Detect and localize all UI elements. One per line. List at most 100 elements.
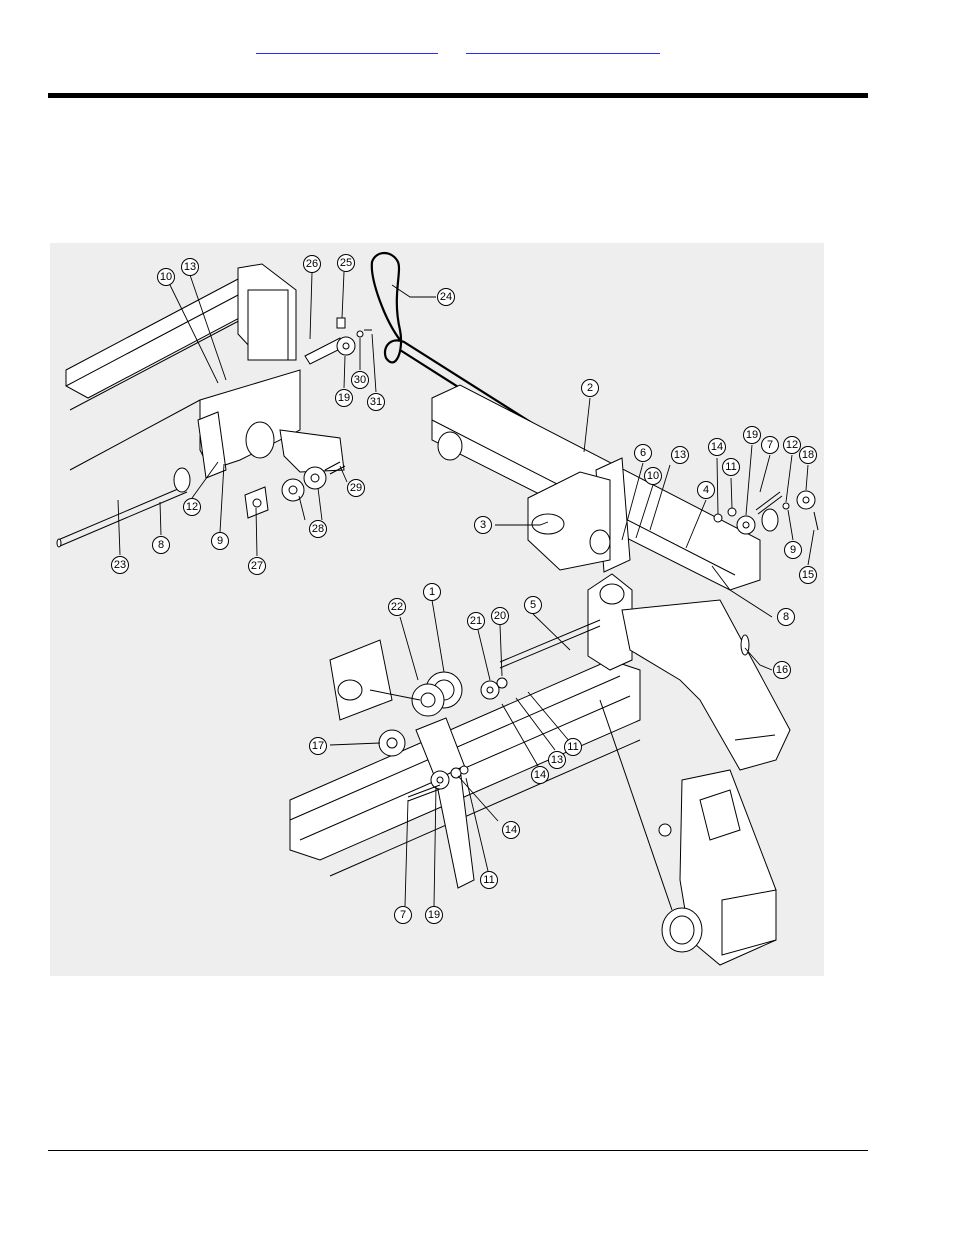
callout-4: 4 bbox=[697, 481, 715, 499]
callout-5: 5 bbox=[524, 596, 542, 614]
svg-text:10: 10 bbox=[647, 470, 659, 482]
svg-text:12: 12 bbox=[186, 501, 198, 513]
svg-text:2: 2 bbox=[587, 382, 593, 394]
callout-11-center: 11 bbox=[564, 738, 582, 756]
header-link-2[interactable] bbox=[466, 40, 660, 54]
callout-21: 21 bbox=[467, 612, 485, 630]
svg-text:19: 19 bbox=[428, 909, 440, 921]
svg-text:30: 30 bbox=[354, 374, 366, 386]
callout-27: 27 bbox=[248, 557, 266, 575]
svg-text:16: 16 bbox=[776, 664, 788, 676]
svg-text:9: 9 bbox=[217, 535, 223, 547]
callout-10-right: 10 bbox=[644, 467, 662, 485]
svg-text:10: 10 bbox=[160, 271, 172, 283]
upper-idler bbox=[304, 317, 372, 365]
callout-26: 26 bbox=[303, 255, 321, 273]
svg-text:20: 20 bbox=[494, 610, 506, 622]
callout-13: 13 bbox=[181, 258, 199, 276]
callout-9-right: 9 bbox=[784, 541, 802, 559]
svg-text:6: 6 bbox=[640, 447, 646, 459]
svg-text:3: 3 bbox=[480, 519, 486, 531]
callout-12-left: 12 bbox=[183, 498, 201, 516]
svg-text:28: 28 bbox=[312, 523, 324, 535]
callout-16: 16 bbox=[773, 661, 791, 679]
svg-text:14: 14 bbox=[505, 824, 517, 836]
callout-15: 15 bbox=[799, 566, 817, 584]
callout-24: 24 bbox=[437, 288, 455, 306]
callout-30: 30 bbox=[351, 371, 369, 389]
svg-text:11: 11 bbox=[483, 874, 494, 886]
svg-text:31: 31 bbox=[370, 396, 382, 408]
svg-text:19: 19 bbox=[746, 429, 758, 441]
right-end-hardware bbox=[713, 490, 819, 656]
clutch-assembly bbox=[329, 639, 508, 781]
left-frame-tube bbox=[65, 263, 345, 479]
callout-11-lower: 11 bbox=[480, 871, 498, 889]
callout-14-lower: 14 bbox=[502, 821, 520, 839]
svg-text:18: 18 bbox=[802, 449, 814, 461]
callout-25: 25 bbox=[337, 254, 355, 272]
svg-text:8: 8 bbox=[158, 539, 164, 551]
svg-text:1: 1 bbox=[429, 586, 435, 598]
callout-14-right: 14 bbox=[708, 438, 726, 456]
callout-7-right: 7 bbox=[761, 436, 779, 454]
callout-19-lower: 19 bbox=[425, 906, 443, 924]
svg-text:17: 17 bbox=[312, 740, 324, 752]
callout-13-center: 13 bbox=[548, 751, 566, 769]
svg-text:29: 29 bbox=[350, 482, 362, 494]
parts-diagram: 10 13 26 25 24 19 30 31 2 12 9 8 23 27 2… bbox=[50, 243, 824, 976]
callout-13-right: 13 bbox=[671, 446, 689, 464]
left-sprockets bbox=[244, 461, 346, 519]
svg-text:11: 11 bbox=[725, 461, 736, 473]
svg-text:7: 7 bbox=[400, 909, 406, 921]
svg-text:27: 27 bbox=[251, 560, 263, 572]
svg-text:13: 13 bbox=[674, 449, 686, 461]
svg-text:7: 7 bbox=[767, 439, 773, 451]
callout-17: 17 bbox=[309, 737, 327, 755]
svg-text:19: 19 bbox=[338, 392, 350, 404]
svg-text:22: 22 bbox=[391, 601, 403, 613]
callout-20: 20 bbox=[491, 607, 509, 625]
svg-text:8: 8 bbox=[783, 611, 789, 623]
svg-text:26: 26 bbox=[306, 258, 318, 270]
svg-text:14: 14 bbox=[711, 441, 723, 453]
callout-2: 2 bbox=[581, 379, 599, 397]
callout-14-center: 14 bbox=[531, 766, 549, 784]
header-link-1[interactable] bbox=[256, 40, 438, 54]
svg-text:12: 12 bbox=[786, 439, 798, 451]
callout-31: 31 bbox=[367, 393, 385, 411]
callout-23: 23 bbox=[111, 556, 129, 574]
right-frame-tube bbox=[431, 384, 761, 591]
parts-diagram-svg: 10 13 26 25 24 19 30 31 2 12 9 8 23 27 2… bbox=[56, 251, 819, 966]
svg-text:13: 13 bbox=[184, 261, 196, 273]
callout-11-right: 11 bbox=[722, 458, 740, 476]
svg-text:15: 15 bbox=[802, 569, 814, 581]
callout-7-lower: 7 bbox=[394, 906, 412, 924]
callout-28: 28 bbox=[309, 520, 327, 538]
callout-3: 3 bbox=[474, 516, 492, 534]
callout-6: 6 bbox=[634, 444, 652, 462]
svg-text:21: 21 bbox=[470, 615, 482, 627]
svg-text:11: 11 bbox=[567, 741, 578, 753]
svg-text:25: 25 bbox=[340, 257, 352, 269]
footer-rule bbox=[48, 1150, 868, 1151]
drive-shaft-left bbox=[56, 467, 191, 548]
callout-22: 22 bbox=[388, 598, 406, 616]
callout-1: 1 bbox=[423, 583, 441, 601]
callout-12-right: 12 bbox=[783, 436, 801, 454]
svg-text:24: 24 bbox=[440, 291, 452, 303]
svg-text:9: 9 bbox=[790, 544, 796, 556]
lower-idler-arm bbox=[407, 765, 475, 889]
callout-8-right: 8 bbox=[777, 608, 795, 626]
svg-text:23: 23 bbox=[114, 559, 126, 571]
header-rule bbox=[48, 93, 868, 98]
callout-labels: 10 13 26 25 24 19 30 31 2 12 9 8 23 27 2… bbox=[111, 254, 817, 924]
lift-arm bbox=[599, 599, 791, 966]
callout-19: 19 bbox=[335, 389, 353, 407]
callout-19-right: 19 bbox=[743, 426, 761, 444]
callout-10: 10 bbox=[157, 268, 175, 286]
svg-text:4: 4 bbox=[703, 484, 709, 496]
leader-lines bbox=[117, 271, 815, 907]
svg-text:14: 14 bbox=[534, 769, 546, 781]
callout-8-left: 8 bbox=[152, 536, 170, 554]
